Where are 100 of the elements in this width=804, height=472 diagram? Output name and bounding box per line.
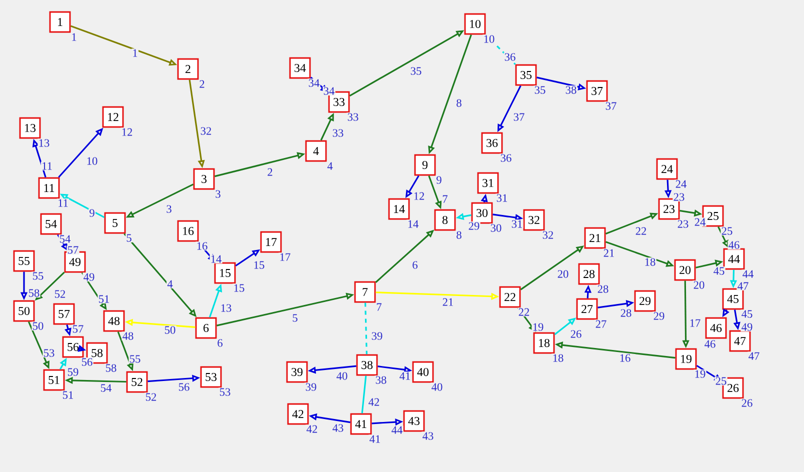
node-label: 29 — [652, 312, 666, 320]
node-box: 46 — [705, 317, 727, 339]
node-box: 43 — [403, 410, 425, 432]
node-box: 21 — [584, 227, 606, 249]
node-label: 10 — [482, 34, 496, 44]
node-box: 8 — [434, 209, 456, 231]
edge-label: 40 — [336, 372, 348, 380]
node-box: 17 — [260, 231, 282, 253]
node-box: 38 — [356, 354, 378, 376]
edge-label: 51 — [98, 294, 110, 304]
edge-label: 1 — [132, 48, 138, 58]
edge-label: 44 — [390, 426, 404, 434]
edge-label: 22 — [634, 226, 648, 236]
node-label: 51 — [62, 390, 74, 400]
node-label: 17 — [278, 252, 292, 262]
node-box: 7 — [354, 281, 376, 303]
node-box: 13 — [19, 117, 41, 139]
edge-label: 56 — [178, 382, 190, 392]
node-label: 53 — [218, 388, 232, 396]
node-label: 14 — [406, 220, 420, 228]
node-box: 11 — [38, 177, 60, 199]
node-label: 49 — [82, 272, 96, 282]
edge-label: 45 — [712, 266, 726, 276]
node-box: 29 — [634, 290, 656, 312]
node-box: 15 — [214, 262, 236, 284]
edge-label: 33 — [332, 128, 344, 138]
node-box: 41 — [350, 413, 372, 435]
node-box: 1 — [49, 11, 71, 33]
node-box: 5 — [104, 212, 126, 234]
edge-label: 17 — [688, 318, 702, 328]
node-label: 22 — [518, 308, 530, 316]
node-box: 19 — [675, 348, 697, 370]
node-label: 1 — [70, 32, 78, 42]
node-label: 58 — [104, 364, 118, 372]
edge-label: 39 — [370, 332, 384, 340]
node-box: 32 — [523, 209, 545, 231]
edge-label: 46 — [728, 240, 740, 250]
edge-label: 12 — [412, 192, 426, 200]
edge-label: 55 — [128, 354, 142, 364]
edge-label: 20 — [556, 270, 570, 278]
edge-label: 25 — [714, 376, 728, 386]
edge-label: 42 — [368, 398, 380, 406]
node-label: 35 — [534, 86, 546, 94]
node-label: 5 — [126, 234, 132, 242]
node-label: 16 — [196, 242, 208, 250]
node-box: 48 — [103, 310, 125, 332]
node-label: 7 — [376, 302, 382, 312]
node-box: 18 — [533, 332, 555, 354]
node-label: 33 — [346, 112, 360, 122]
edge-label: 23 — [672, 192, 686, 202]
edge-label: 38 — [564, 86, 578, 94]
node-label: 25 — [720, 226, 734, 236]
node-label: 18 — [552, 354, 564, 362]
edge-label: 36 — [504, 52, 516, 62]
node-label: 20 — [692, 280, 706, 290]
node-label: 44 — [742, 270, 754, 278]
edge-label: 58 — [28, 288, 40, 298]
node-box: 36 — [481, 132, 503, 154]
node-box: 44 — [723, 248, 745, 270]
node-label: 38 — [374, 376, 388, 384]
node-label: 3 — [214, 190, 222, 198]
node-label: 9 — [436, 176, 442, 184]
edge-label: 32 — [200, 126, 212, 136]
node-label: 48 — [122, 332, 134, 340]
node-box: 52 — [126, 371, 148, 393]
node-label: 45 — [740, 310, 754, 318]
edge-label: 26 — [570, 330, 582, 338]
edge-label: 16 — [618, 354, 632, 362]
node-label: 37 — [604, 102, 618, 110]
edge-label: 43 — [332, 424, 344, 432]
node-box: 50 — [13, 300, 35, 322]
node-label: 13 — [38, 138, 50, 148]
edge-label: 24 — [694, 218, 706, 226]
node-box: 16 — [177, 220, 199, 242]
node-label: 2 — [198, 80, 206, 88]
edge-label: 21 — [442, 298, 454, 306]
edge-label: 52 — [54, 290, 66, 298]
node-label: 15 — [232, 284, 246, 292]
node-box: 54 — [40, 213, 62, 235]
node-box: 53 — [200, 366, 222, 388]
node-box: 14 — [388, 198, 410, 220]
node-box: 55 — [13, 250, 35, 272]
node-label: 43 — [422, 432, 434, 440]
edge-label: 8 — [456, 98, 462, 108]
edge-label: 10 — [86, 156, 98, 166]
node-box: 34 — [289, 57, 311, 79]
edge-label: 5 — [292, 314, 298, 322]
edge-label: 4 — [166, 280, 174, 288]
node-box: 6 — [195, 317, 217, 339]
node-box: 40 — [412, 361, 434, 383]
node-box: 27 — [576, 298, 598, 320]
edge-label: 47 — [736, 282, 750, 290]
node-label: 50 — [32, 322, 44, 330]
node-box: 28 — [578, 263, 600, 285]
node-label: 57 — [72, 324, 84, 334]
edge-label: 59 — [66, 368, 80, 376]
node-label: 8 — [456, 230, 462, 240]
node-box: 57 — [53, 303, 75, 325]
edge-label: 49 — [740, 322, 754, 332]
edge-label: 11 — [40, 162, 54, 170]
